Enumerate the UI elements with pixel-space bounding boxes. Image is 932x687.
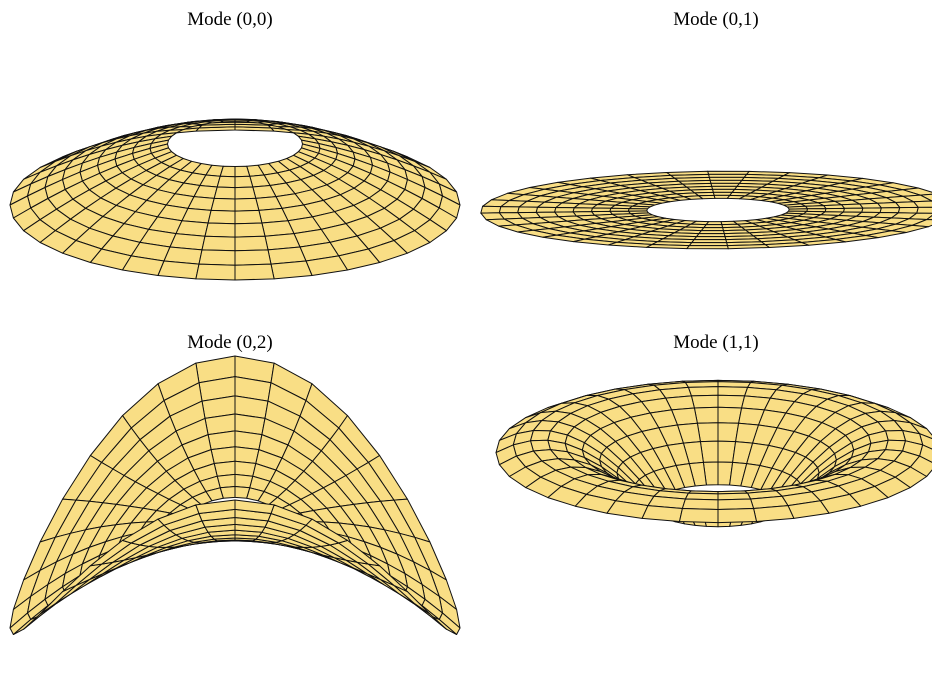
mesh-cell xyxy=(693,406,719,424)
mesh-cell xyxy=(234,460,257,477)
panel-title: Mode (0,2) xyxy=(187,332,273,353)
mesh-cell xyxy=(554,207,575,213)
mesh-cell xyxy=(717,406,743,424)
mesh-cell xyxy=(234,175,254,189)
mesh-cell xyxy=(213,186,236,200)
mesh-cell xyxy=(717,386,749,397)
panel-title: Mode (1,1) xyxy=(673,332,759,353)
mesh-cell xyxy=(879,207,901,214)
mesh-cell xyxy=(717,394,746,409)
mesh-cell xyxy=(727,244,770,250)
mesh-cell xyxy=(687,386,719,397)
mesh-cell xyxy=(210,197,236,212)
mesh-cell xyxy=(210,446,236,464)
mesh-cell xyxy=(234,249,272,266)
mesh-cell xyxy=(201,235,236,252)
mesh-cell xyxy=(234,499,275,514)
mesh-cell xyxy=(480,205,502,214)
mesh-cell xyxy=(234,165,251,178)
mesh-cell xyxy=(234,263,275,281)
mesh-cell xyxy=(207,209,236,225)
mesh-cell xyxy=(234,222,266,238)
mesh-cell xyxy=(885,430,906,442)
mesh-cell xyxy=(717,508,757,524)
mesh-cell xyxy=(717,498,755,510)
mesh-cell xyxy=(517,206,539,214)
mesh-cell xyxy=(641,505,683,522)
mesh-cell xyxy=(234,209,263,225)
mesh-cell xyxy=(198,249,236,266)
mesh-cell xyxy=(270,260,313,280)
mesh-cell xyxy=(681,498,719,510)
mesh-cell xyxy=(219,165,236,178)
mesh-cell xyxy=(926,215,932,221)
mesh-cell xyxy=(696,422,719,443)
mode-surface-2 xyxy=(9,355,461,635)
mesh-cell xyxy=(234,186,257,200)
mode-surface-0 xyxy=(9,118,461,281)
mesh-cell xyxy=(679,508,719,524)
mesh-cell xyxy=(916,206,932,214)
mesh-cell xyxy=(195,263,236,281)
mesh-cell xyxy=(530,430,551,442)
mode-surface-1 xyxy=(480,170,932,250)
mesh-cell xyxy=(686,245,729,250)
mesh-cell xyxy=(498,206,520,214)
mesh-cell xyxy=(234,197,260,212)
mode-surface-3 xyxy=(495,379,932,528)
mesh-cell xyxy=(213,460,236,477)
panel-title: Mode (0,1) xyxy=(673,9,759,30)
panel-title: Mode (0,0) xyxy=(187,9,273,30)
mesh-cell xyxy=(234,446,260,464)
mesh-cell xyxy=(535,206,557,213)
mesh-cell xyxy=(157,260,200,280)
mesh-cell xyxy=(897,206,919,214)
mesh-cell xyxy=(646,244,690,250)
mesh-cell xyxy=(753,505,795,522)
mesh-cell xyxy=(690,394,719,409)
mesh-cell xyxy=(204,222,236,238)
mesh-cell xyxy=(216,175,236,189)
mesh-cell xyxy=(717,422,740,443)
mesh-cell xyxy=(234,235,269,252)
